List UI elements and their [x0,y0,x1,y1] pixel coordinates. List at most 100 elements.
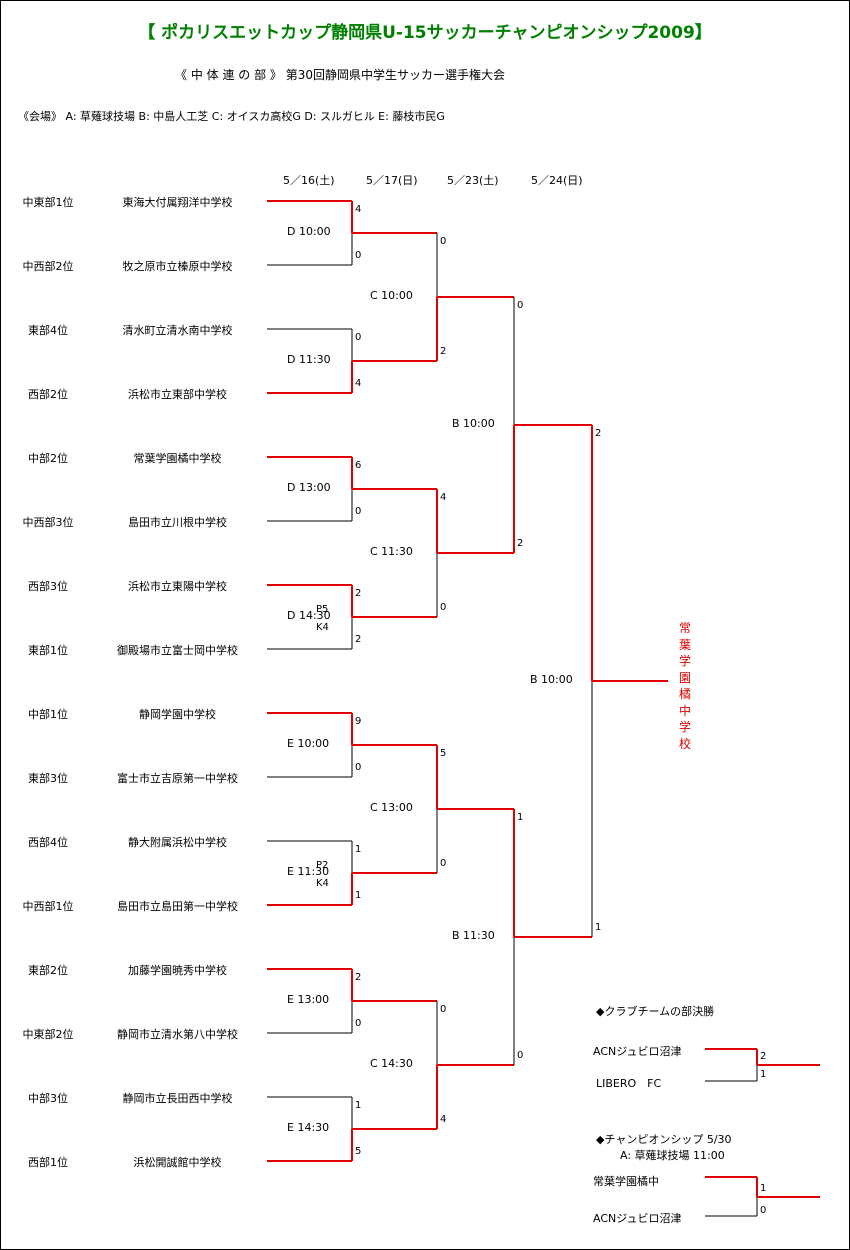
round3-match-label: B 10:00 [452,417,495,430]
champion-name: 常葉学園橘中学校 [678,621,691,751]
team-school: 静岡学園中学校 [139,708,216,721]
team-school: 浜松市立東部中学校 [128,388,227,401]
round1-pk-label: K4 [316,878,329,889]
round1-score: 0 [355,1018,362,1029]
team-school: 浜松開誠館中学校 [133,1156,222,1169]
team-rank: 東部1位 [28,644,68,657]
round1-score: 9 [355,716,362,727]
team-rank: 西部4位 [28,836,68,849]
team-rank: 中部2位 [28,452,68,465]
round2-match-label: C 13:00 [370,801,413,814]
round1-pk-label: P2 [316,860,329,871]
round2-score: 0 [440,1004,447,1015]
round2-score: 0 [440,236,447,247]
team-school: 加藤学園暁秀中学校 [128,964,227,977]
round1-score: 5 [355,1146,362,1157]
date-round2: 5／17(日) [366,174,418,187]
round1-match-label: D 11:30 [287,353,331,366]
round1-score: 1 [355,890,362,901]
round1-match-label: D 10:00 [287,225,331,238]
round2-score: 4 [440,492,447,503]
team-school: 島田市立島田第一中学校 [117,900,238,913]
round3-score: 1 [517,812,524,823]
round1-score: 0 [355,506,362,517]
team-school: 静岡市立清水第八中学校 [117,1028,238,1041]
round2-score: 5 [440,748,447,759]
championship-team-a: 常葉学園橘中 [593,1175,659,1188]
team-rank: 中西部3位 [22,516,74,529]
page-title: 【 ポカリスエットカップ静岡県U-15サッカーチャンピオンシップ2009】 [138,23,712,43]
round1-score: 0 [355,250,362,261]
round2-match-label: C 14:30 [370,1057,413,1070]
championship-venue: A: 草薙球技場 11:00 [620,1149,725,1162]
round2-score: 4 [440,1114,447,1125]
team-rank: 東部2位 [28,964,68,977]
round2-score: 0 [440,858,447,869]
team-rank: 西部3位 [28,580,68,593]
round1-score: 2 [355,588,362,599]
round3-score: 0 [517,1050,524,1061]
team-school: 牧之原市立榛原中学校 [122,260,233,273]
round1-score: 1 [355,844,362,855]
date-final: 5／24(日) [531,174,583,187]
venue-legend: 《会場》 A: 草薙球技場 B: 中島人工芝 C: オイスカ高校G D: スルガ… [18,110,445,123]
round1-pk-label: K4 [316,622,329,633]
final-match-label: B 10:00 [530,673,573,686]
round2-match-label: C 11:30 [370,545,413,558]
round2-score: 0 [440,602,447,613]
team-rank: 東部3位 [28,772,68,785]
round3-match-label: B 11:30 [452,929,495,942]
team-rank: 中部1位 [28,708,68,721]
round1-score: 2 [355,972,362,983]
round1-score: 0 [355,332,362,343]
team-rank: 中部3位 [28,1092,68,1105]
round1-match-label: E 11:30 [287,865,330,878]
team-school: 静大附属浜松中学校 [128,836,227,849]
team-rank: 中西部1位 [22,900,74,913]
team-school: 清水町立清水南中学校 [122,324,233,337]
page-subtitle: 《 中 体 連 の 部 》 第30回静岡県中学生サッカー選手権大会 [175,68,505,82]
team-school: 御殿場市立富士岡中学校 [117,644,238,657]
team-rank: 中東部1位 [22,196,74,209]
team-school: 浜松市立東陽中学校 [128,580,227,593]
club-team-a: ACNジュビロ沼津 [593,1045,682,1058]
round1-score: 4 [355,204,362,215]
club-score-b: 1 [760,1069,767,1080]
championship-score-a: 1 [760,1183,767,1194]
date-round3: 5／23(土) [447,174,499,187]
round1-match-label: E 10:00 [287,737,330,750]
round1-pk-label: P5 [316,604,329,615]
team-school: 富士市立吉原第一中学校 [117,772,238,785]
round1-score: 1 [355,1100,362,1111]
round2-match-label: C 10:00 [370,289,413,302]
team-rank: 西部1位 [28,1156,68,1169]
championship-heading: ◆チャンピオンシップ 5/30 [596,1133,732,1146]
team-school: 常葉学園橘中学校 [133,452,222,465]
round3-score: 2 [517,538,524,549]
date-round1: 5／16(土) [283,174,335,187]
team-rank: 西部2位 [28,388,68,401]
round1-match-label: E 13:00 [287,993,330,1006]
round1-match-label: E 14:30 [287,1121,330,1134]
team-school: 東海大付属翔洋中学校 [122,196,233,209]
team-school: 島田市立川根中学校 [128,516,227,529]
final-score: 2 [595,428,602,439]
club-team-b: LIBERO FC [596,1077,662,1090]
round3-score: 0 [517,300,524,311]
round2-score: 2 [440,346,447,357]
championship-team-b: ACNジュビロ沼津 [593,1212,682,1225]
final-score: 1 [595,922,602,933]
team-rank: 東部4位 [28,324,68,337]
round1-score: 6 [355,460,362,471]
round1-match-label: D 14:30 [287,609,331,622]
team-rank: 中西部2位 [22,260,74,273]
round1-score: 2 [355,634,362,645]
round1-score: 4 [355,378,362,389]
team-rank: 中東部2位 [22,1028,74,1041]
club-heading: ◆クラブチームの部決勝 [596,1005,715,1018]
round1-match-label: D 13:00 [287,481,331,494]
club-score-a: 2 [760,1051,767,1062]
team-school: 静岡市立長田西中学校 [122,1092,233,1105]
championship-score-b: 0 [760,1205,767,1216]
